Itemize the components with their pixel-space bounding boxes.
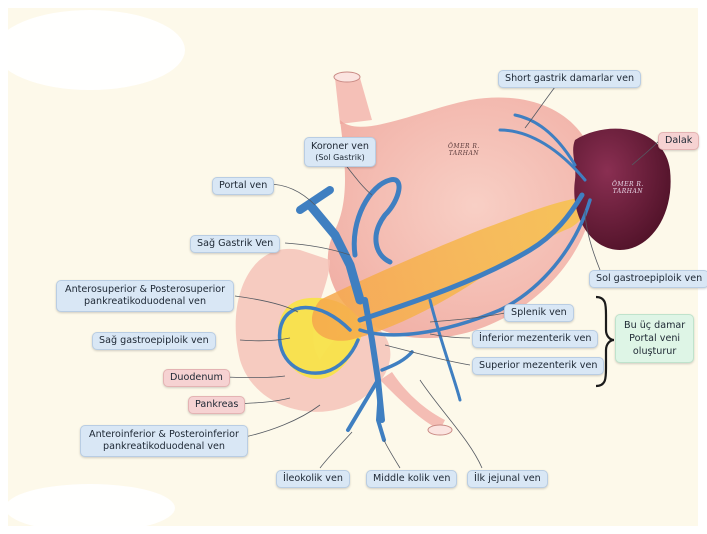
label-dalak: Dalak <box>658 132 699 150</box>
label-sag-gastrik: Sağ Gastrik Ven <box>190 235 280 253</box>
label-sag-gastroepiploik: Sağ gastroepiploik ven <box>92 332 216 350</box>
label-koroner: Koroner ven (Sol Gastrik) <box>304 137 376 167</box>
label-splenik: Splenik ven <box>504 304 574 322</box>
label-inferior-mezenterik: İnferior mezenterik ven <box>472 330 598 348</box>
blur-patch-top <box>0 10 185 90</box>
label-ileokolik: İleokolik ven <box>276 470 350 488</box>
watermark-stomach: ÖMER R.TARHAN <box>448 143 480 157</box>
label-short-gastric: Short gastrik damarlar ven <box>498 70 641 88</box>
label-ilk-jejunal: İlk jejunal ven <box>467 470 548 488</box>
watermark-spleen: ÖMER R.TARHAN <box>612 181 644 195</box>
blur-patch-bottom <box>5 484 175 532</box>
label-pankreas: Pankreas <box>188 396 245 414</box>
label-middle-kolik: Middle kolik ven <box>366 470 457 488</box>
label-duodenum: Duodenum <box>163 369 230 387</box>
esophagus-opening <box>334 72 360 82</box>
label-superior-mezenterik: Superior mezenterik ven <box>472 357 604 375</box>
label-sol-gastroepiploik: Sol gastroepiploik ven <box>589 270 707 288</box>
label-portal: Portal ven <box>212 177 274 195</box>
jejunum-opening <box>428 425 452 435</box>
